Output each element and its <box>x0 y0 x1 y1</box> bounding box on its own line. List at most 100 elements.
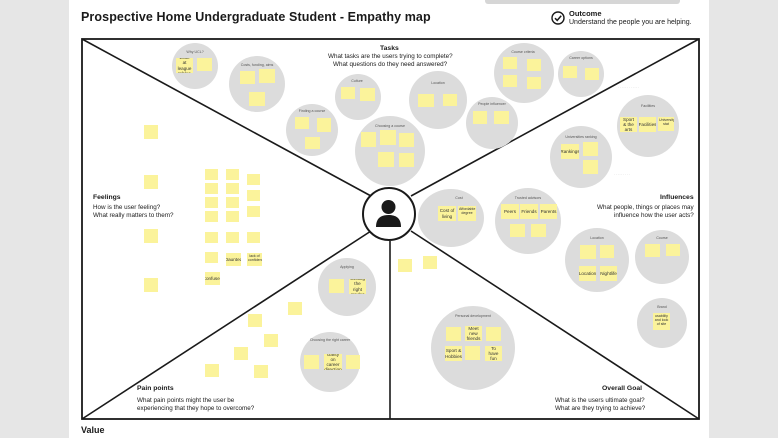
cluster-trusted-advisors <box>495 188 561 254</box>
sticky-note[interactable] <box>226 197 239 208</box>
sticky-note[interactable] <box>305 137 320 149</box>
sticky-note[interactable]: Nightlife <box>600 266 617 281</box>
sticky-note[interactable] <box>398 259 412 272</box>
page-title: Prospective Home Undergraduate Student -… <box>81 10 431 24</box>
sticky-note[interactable] <box>205 197 218 208</box>
cluster-label: Location <box>431 81 445 85</box>
sticky-note[interactable] <box>399 153 414 167</box>
sticky-note[interactable] <box>205 169 218 180</box>
sticky-note[interactable]: Sport & Hobbies <box>445 346 462 361</box>
sticky-note[interactable] <box>144 278 158 292</box>
sticky-note[interactable]: Getting the right grades <box>349 279 366 294</box>
sticky-note[interactable] <box>473 111 487 124</box>
sticky-note[interactable] <box>144 229 158 243</box>
sticky-note[interactable] <box>645 244 660 257</box>
sticky-note[interactable] <box>205 232 218 243</box>
sticky-note[interactable] <box>583 160 598 174</box>
sticky-note[interactable] <box>527 77 541 89</box>
sticky-note[interactable] <box>144 175 158 189</box>
sticky-note[interactable] <box>446 327 461 341</box>
sticky-note[interactable] <box>234 347 248 360</box>
cluster-applying <box>318 258 376 316</box>
sticky-note[interactable] <box>304 355 319 369</box>
sticky-note[interactable] <box>249 92 265 106</box>
sticky-note[interactable] <box>205 364 219 377</box>
sticky-note[interactable] <box>254 365 268 378</box>
sticky-note[interactable] <box>418 94 434 107</box>
sticky-note[interactable] <box>486 327 501 341</box>
sticky-note[interactable] <box>144 125 158 139</box>
sticky-note[interactable]: usability and look of site <box>653 313 670 330</box>
sticky-note[interactable] <box>503 75 517 87</box>
sticky-note[interactable] <box>197 58 212 71</box>
sticky-note[interactable] <box>247 174 260 185</box>
sticky-note[interactable]: To have fun <box>485 346 502 361</box>
sticky-note[interactable]: Meet new friends <box>465 326 482 341</box>
sticky-note[interactable]: University stat <box>658 117 674 131</box>
annotation-text: · · · · · · · · · <box>614 172 630 176</box>
sticky-note[interactable] <box>531 224 546 237</box>
sticky-note[interactable] <box>600 245 614 258</box>
sticky-note[interactable] <box>563 66 577 78</box>
cluster-label: Universities ranking <box>565 135 597 139</box>
cluster-course-right <box>635 230 689 284</box>
sticky-note[interactable] <box>259 69 275 83</box>
overall-goal-title: Overall Goal <box>602 385 643 392</box>
sticky-note[interactable]: Facilities <box>639 117 656 132</box>
cluster-course-criteria <box>494 43 554 103</box>
influences-question-2: influence how the user acts? <box>614 212 694 219</box>
sticky-note[interactable]: Look at league tables <box>176 58 193 73</box>
pain-points-question-2: experiencing that they hope to overcome? <box>137 405 255 412</box>
sticky-note[interactable] <box>247 232 260 243</box>
sticky-note[interactable]: lack of confidence <box>247 253 262 266</box>
cluster-label: Choosing a course <box>375 124 405 128</box>
sticky-note[interactable]: Confused <box>205 272 220 285</box>
sticky-note[interactable] <box>247 206 260 217</box>
sticky-note[interactable] <box>264 334 278 347</box>
sticky-note[interactable] <box>360 88 375 101</box>
sticky-note[interactable] <box>361 132 376 147</box>
sticky-note[interactable]: Cost of living <box>438 206 456 221</box>
sticky-note[interactable] <box>666 244 680 256</box>
sticky-note[interactable]: Location <box>579 266 596 281</box>
sticky-note[interactable]: Rankings <box>561 144 579 159</box>
sticky-note[interactable] <box>247 190 260 201</box>
sticky-note[interactable] <box>205 183 218 194</box>
sticky-note[interactable] <box>423 256 437 269</box>
sticky-note[interactable] <box>380 130 396 145</box>
sticky-note[interactable] <box>226 169 239 180</box>
sticky-note[interactable] <box>248 314 262 327</box>
sticky-note[interactable] <box>585 68 599 80</box>
sticky-note[interactable] <box>583 142 598 156</box>
sticky-note[interactable] <box>510 224 525 237</box>
sticky-note[interactable]: Daunted <box>226 253 241 266</box>
sticky-note[interactable] <box>226 232 239 243</box>
sticky-note[interactable] <box>580 245 596 259</box>
sticky-note[interactable] <box>329 279 344 293</box>
sticky-note[interactable] <box>527 59 541 71</box>
sticky-note[interactable] <box>465 346 480 360</box>
sticky-note[interactable] <box>288 302 302 315</box>
cluster-label: Culture <box>351 79 363 83</box>
sticky-note[interactable]: Affordable degree <box>458 206 476 221</box>
sticky-note[interactable] <box>494 111 509 124</box>
sticky-note[interactable] <box>295 117 309 129</box>
sticky-note[interactable] <box>346 355 360 369</box>
sticky-note[interactable] <box>378 152 394 167</box>
center-user-disc <box>362 187 416 241</box>
sticky-note[interactable] <box>226 211 239 222</box>
sticky-note[interactable]: clarity on career direction <box>324 354 342 370</box>
sticky-note[interactable] <box>226 183 239 194</box>
sticky-note[interactable] <box>205 211 218 222</box>
sticky-note[interactable] <box>399 133 414 147</box>
sticky-note[interactable]: Parents <box>540 204 557 219</box>
sticky-note[interactable] <box>205 252 218 263</box>
sticky-note[interactable] <box>503 57 517 69</box>
sticky-note[interactable] <box>341 87 355 99</box>
sticky-note[interactable] <box>317 118 331 132</box>
sticky-note[interactable] <box>443 94 457 106</box>
sticky-note[interactable]: Friends <box>520 204 538 219</box>
sticky-note[interactable] <box>240 71 255 84</box>
sticky-note[interactable]: Peers <box>501 204 519 219</box>
sticky-note[interactable]: Sport & the arts <box>620 117 637 132</box>
